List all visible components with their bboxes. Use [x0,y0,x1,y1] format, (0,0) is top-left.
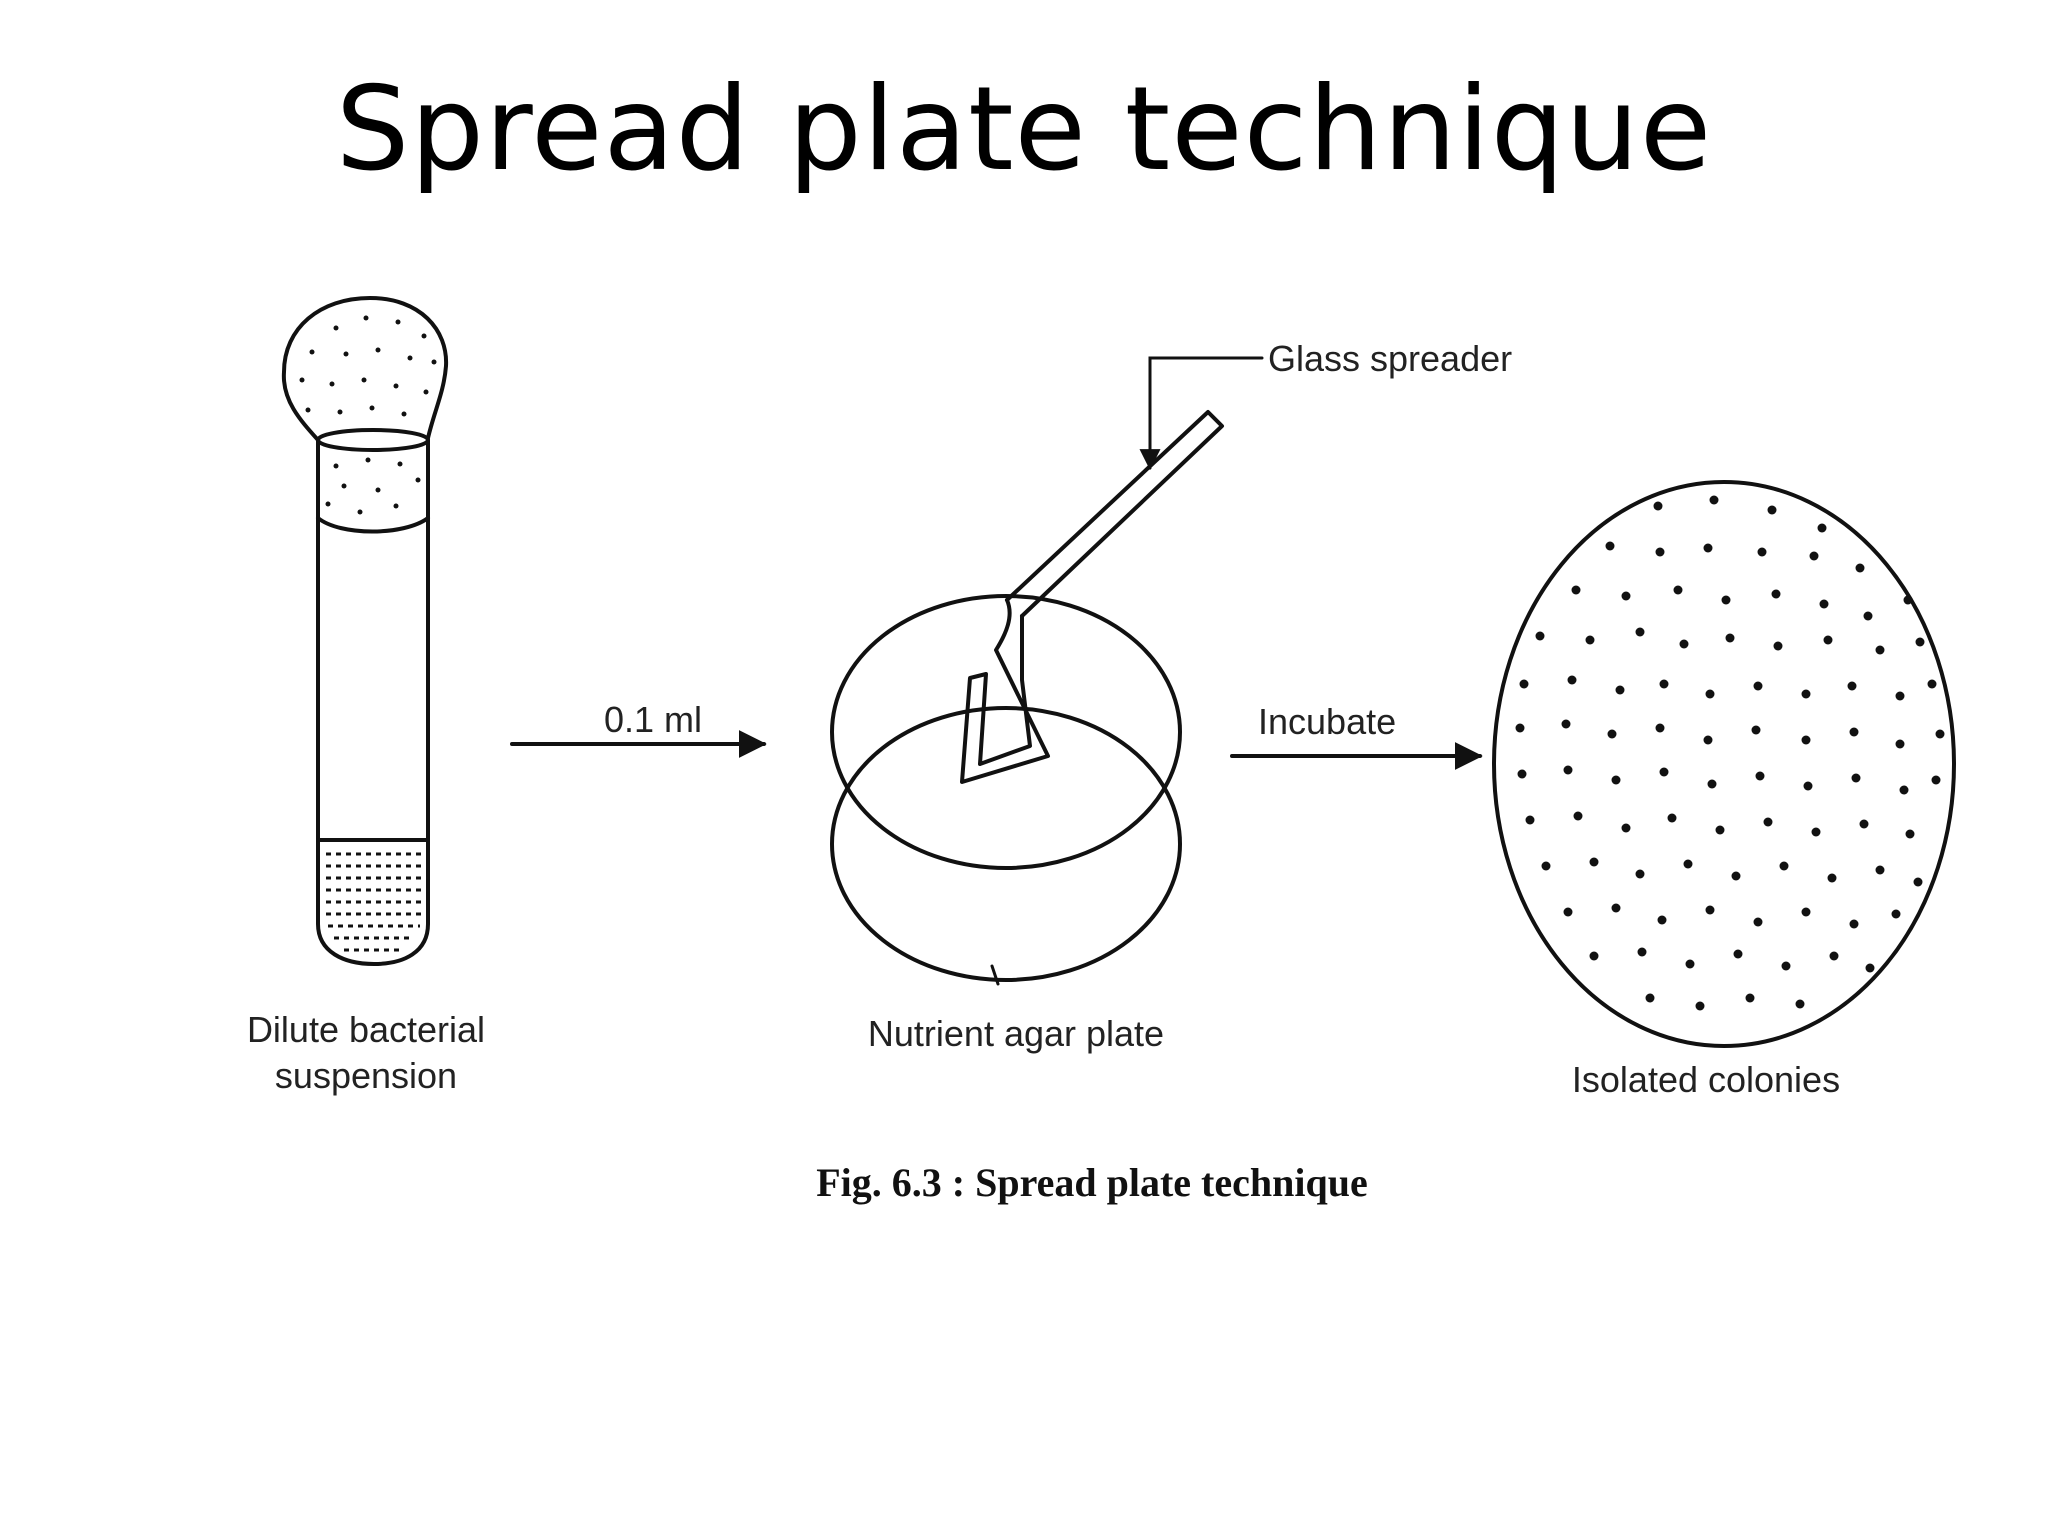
glass-spreader-callout: Glass spreader [1139,338,1512,471]
dilute-suspension-label-line2: suspension [275,1055,457,1096]
transfer-volume-label: 0.1 ml [604,699,702,740]
nutrient-agar-plate-label: Nutrient agar plate [868,1013,1164,1054]
colonies-plate [1492,480,1956,1048]
figure-caption: Fig. 6.3 : Spread plate technique [816,1160,1368,1205]
test-tube [281,296,449,966]
slide-title: Spread plate technique [335,62,1713,197]
incubate-arrow: Incubate [1230,701,1483,770]
tube-body [316,438,430,966]
isolated-colonies-label: Isolated colonies [1572,1059,1840,1100]
tube-rim [316,428,430,452]
nutrient-agar-plate [830,594,1182,986]
glass-spreader [960,410,1224,784]
transfer-arrow: 0.1 ml [510,699,767,758]
colonies-plate-outline [1492,480,1956,1048]
incubate-label: Incubate [1258,701,1396,742]
plug-stipple [299,315,437,515]
plate-base [830,706,1182,982]
plate-lid [830,594,1182,870]
glass-spreader-label: Glass spreader [1268,338,1512,379]
dilute-suspension-label-line1: Dilute bacterial [247,1009,485,1050]
bacterial-suspension-liquid [326,852,422,952]
colony-dots [1515,495,1945,1011]
cotton-plug [281,296,449,442]
